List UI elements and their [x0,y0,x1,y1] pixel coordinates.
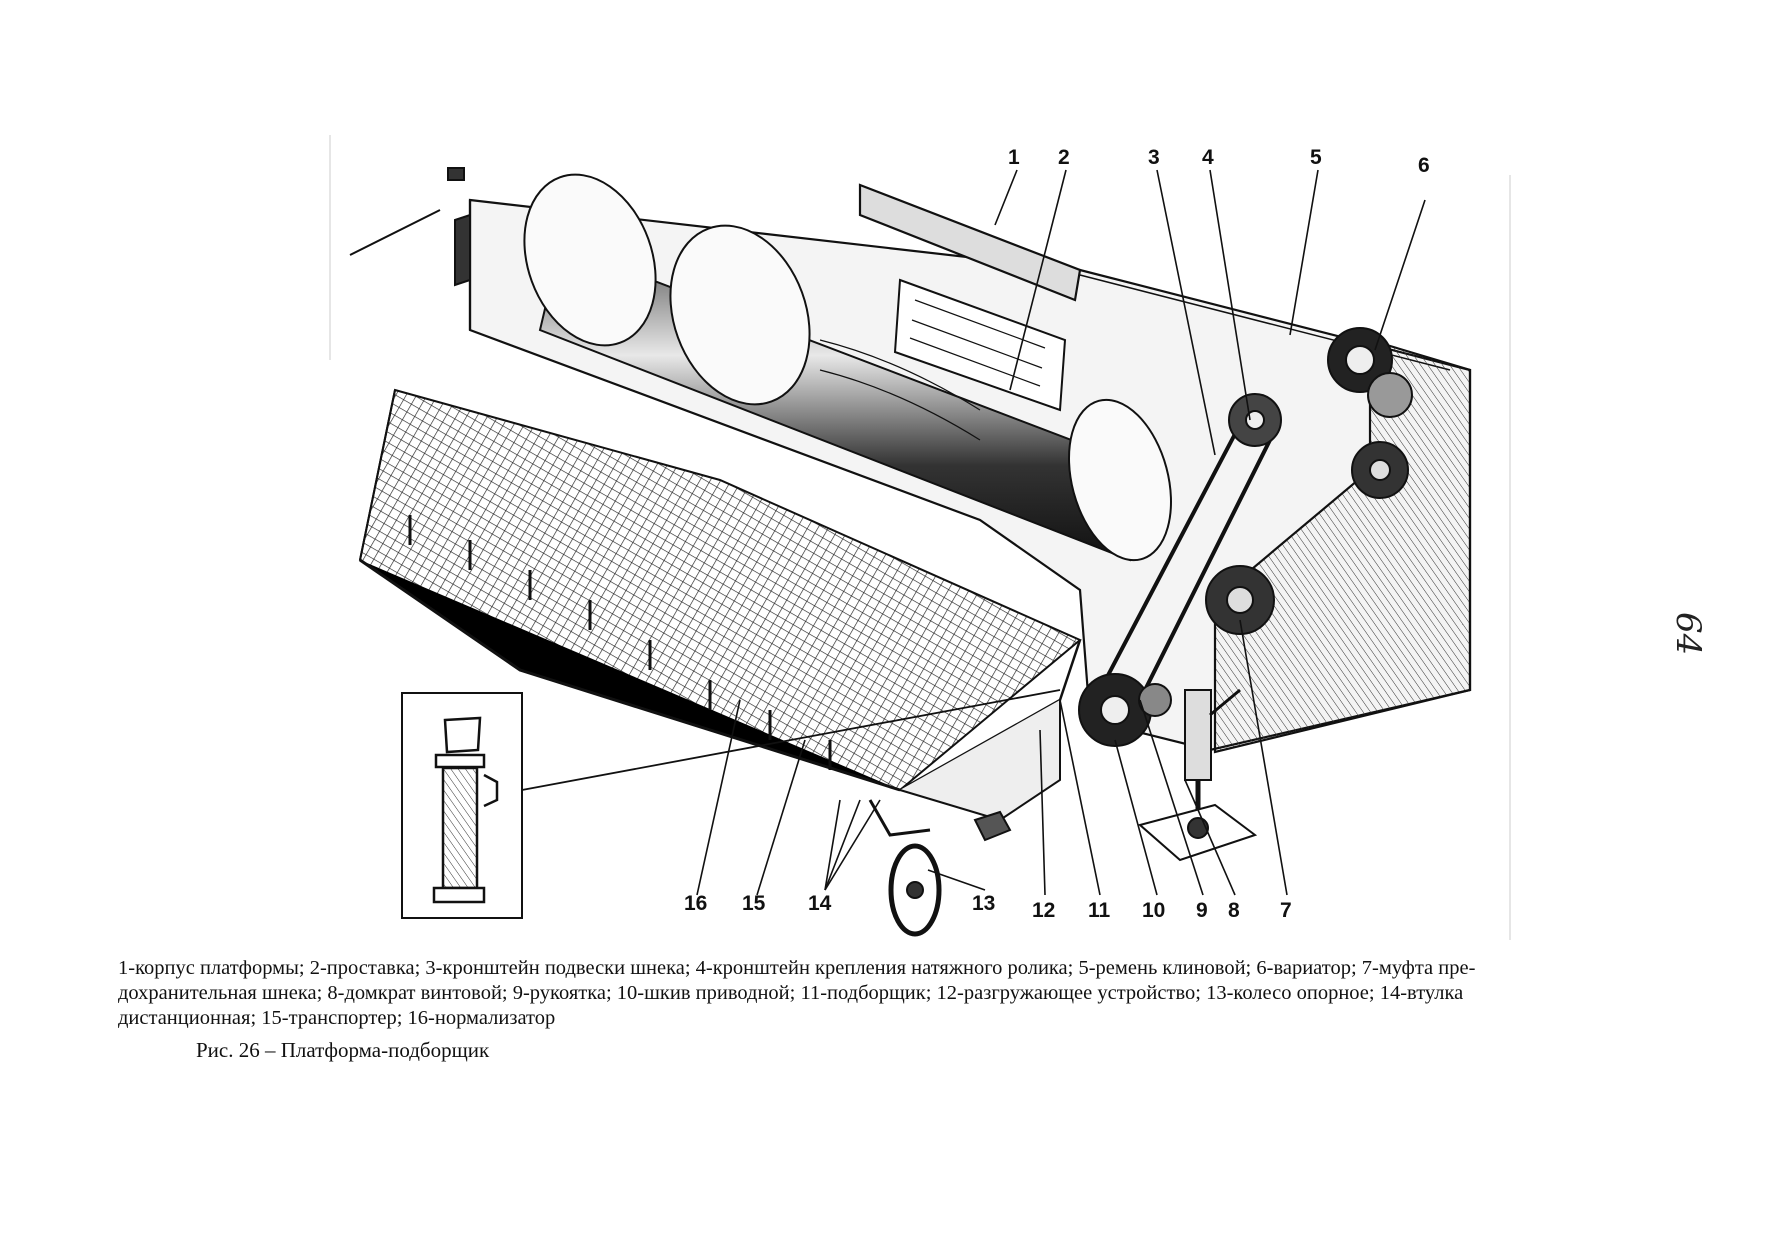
callout-8: 8 [1228,899,1240,922]
callout-6: 6 [1418,154,1430,177]
drive-assembly [1078,327,1413,747]
callout-leaders [696,169,1426,896]
callout-11: 11 [1088,899,1111,922]
callout-16: 16 [684,892,707,915]
caption-line-1: 1-корпус платформы; 2-проставка; 3-кронш… [118,957,1476,979]
callout-4: 4 [1202,146,1214,169]
scan-frame [329,135,1511,940]
support-wheel [868,799,1012,937]
callout-10: 10 [1142,899,1165,922]
callout-13: 13 [972,892,995,915]
callout-7: 7 [1280,899,1292,922]
screw-jack [1137,688,1258,862]
caption-line-3: дистанционная; 15-транспортер; 16-нормал… [118,1007,556,1029]
pickup-conveyor [358,388,1082,822]
auger [523,173,1172,562]
inset-bushing [401,689,1061,919]
callout-15: 15 [742,892,766,915]
callout-12: 12 [1032,899,1055,922]
callout-1: 1 [1008,146,1020,169]
callout-9: 9 [1196,899,1208,922]
linkage-rod [349,167,471,287]
caption-line-2: дохранительная шнека; 8-домкрат винтовой… [118,982,1464,1004]
callout-2: 2 [1058,146,1070,169]
conveyor-tines [408,515,832,770]
figure-caption: 1-корпус платформы; 2-проставка; 3-кронш… [118,956,1698,1031]
figure-title: Рис. 26 – Платформа-подборщик [196,1038,490,1062]
callout-3: 3 [1148,146,1160,169]
page-number: 64 [1668,612,1708,656]
technical-drawing: 1 2 3 4 5 6 7 8 9 10 11 12 13 14 15 16 [329,135,1511,940]
callout-labels: 1 2 3 4 5 6 7 8 9 10 11 12 13 14 15 16 [684,146,1430,922]
callout-14: 14 [808,892,832,915]
callout-5: 5 [1310,146,1322,169]
